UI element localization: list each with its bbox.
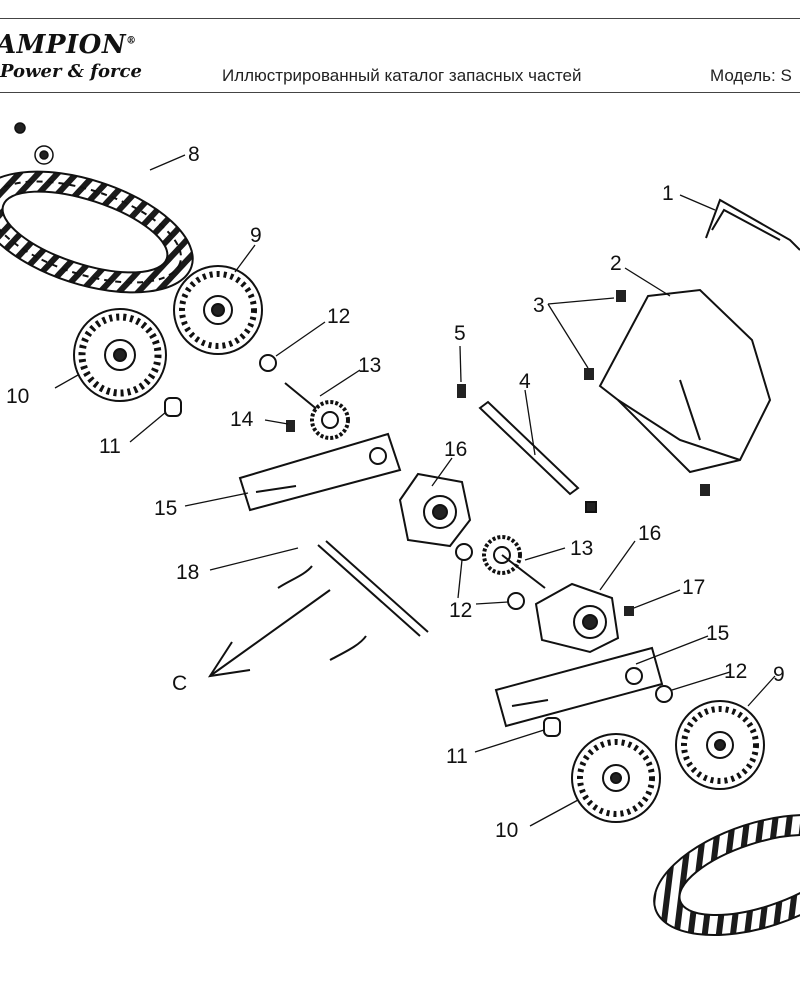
- callout-4: 4: [519, 370, 531, 393]
- brand-slogan: Power & force: [0, 61, 142, 82]
- nut-upper: [259, 354, 277, 372]
- callout-18: 18: [176, 561, 199, 584]
- callout-12-lower: 12: [724, 660, 747, 683]
- callout-3: 3: [533, 294, 545, 317]
- drive-wheel-lower-right: [675, 700, 765, 790]
- bolt-guard-bottom: [700, 484, 710, 496]
- header-top-rule: [0, 18, 800, 19]
- bolt-upper: [286, 420, 295, 432]
- callout-10-lower: 10: [495, 819, 518, 842]
- callout-10-upper: 10: [6, 385, 29, 408]
- direction-arrow: [207, 589, 331, 678]
- frame-bracket-lower: [494, 646, 664, 728]
- drive-wheel-left: [73, 308, 167, 402]
- axle-shaft: [277, 540, 429, 661]
- nut-lower: [655, 685, 673, 703]
- spacer-lower: [543, 717, 561, 737]
- leader-lines: [54, 154, 776, 827]
- drive-wheel-lower-left: [571, 733, 661, 823]
- drive-wheel-upper: [173, 265, 263, 355]
- catalog-title: Иллюстрированный каталог запасных частей: [222, 66, 582, 85]
- chain-guard: [598, 288, 772, 474]
- track-belt-left: [0, 170, 194, 294]
- callout-17: 17: [682, 576, 705, 599]
- callout-16-lower: 16: [638, 522, 661, 545]
- callout-5: 5: [454, 322, 466, 345]
- bolt-vertical: [457, 384, 466, 398]
- bearing-housing-lower: [534, 582, 620, 654]
- callout-13-upper: 13: [358, 354, 381, 377]
- bearing-housing-upper: [398, 472, 472, 548]
- callout-11-lower: 11: [446, 745, 468, 768]
- callout-14: 14: [230, 408, 254, 431]
- top-cover: [705, 198, 800, 251]
- callout-direction-c: C: [172, 672, 187, 695]
- callout-9-lower: 9: [773, 663, 785, 686]
- brand-name: AMPION: [0, 30, 127, 60]
- spacer-upper: [164, 397, 182, 417]
- callout-11-upper: 11: [99, 435, 121, 458]
- catalog-header: AMPION® Power & force Иллюстрированный к…: [0, 0, 800, 98]
- nut-17: [624, 606, 634, 616]
- bolt-3b: [584, 368, 594, 380]
- callout-15-upper: 15: [154, 497, 177, 520]
- nut-top-left: [14, 122, 54, 165]
- bolt-3a: [616, 290, 626, 302]
- frame-bracket-upper: [238, 432, 402, 512]
- nut-middle-b: [507, 592, 525, 610]
- nut-middle-a: [455, 543, 473, 561]
- header-bottom-rule: [0, 92, 800, 93]
- callout-9-upper: 9: [250, 224, 262, 247]
- callout-1: 1: [662, 182, 674, 205]
- callout-2: 2: [610, 252, 622, 275]
- sprocket-lower: [482, 535, 546, 589]
- brand-logo: AMPION®: [0, 30, 137, 60]
- track-belt-right: [653, 813, 800, 937]
- sprocket-upper: [284, 382, 350, 440]
- model-label: Модель: S: [710, 66, 792, 85]
- callout-13-lower: 13: [570, 537, 593, 560]
- callout-12-upper: 12: [327, 305, 350, 328]
- callout-12-middle: 12: [449, 599, 472, 622]
- callout-8: 8: [188, 143, 200, 166]
- brand-registered-mark: ®: [126, 35, 137, 47]
- callout-16-upper: 16: [444, 438, 467, 461]
- tension-rod: [478, 400, 597, 513]
- exploded-parts-diagram: 8 9 10 11 12 13 14 15 5 4 1 2 3 16 18 C …: [0, 122, 800, 937]
- callout-15-lower: 15: [706, 622, 729, 645]
